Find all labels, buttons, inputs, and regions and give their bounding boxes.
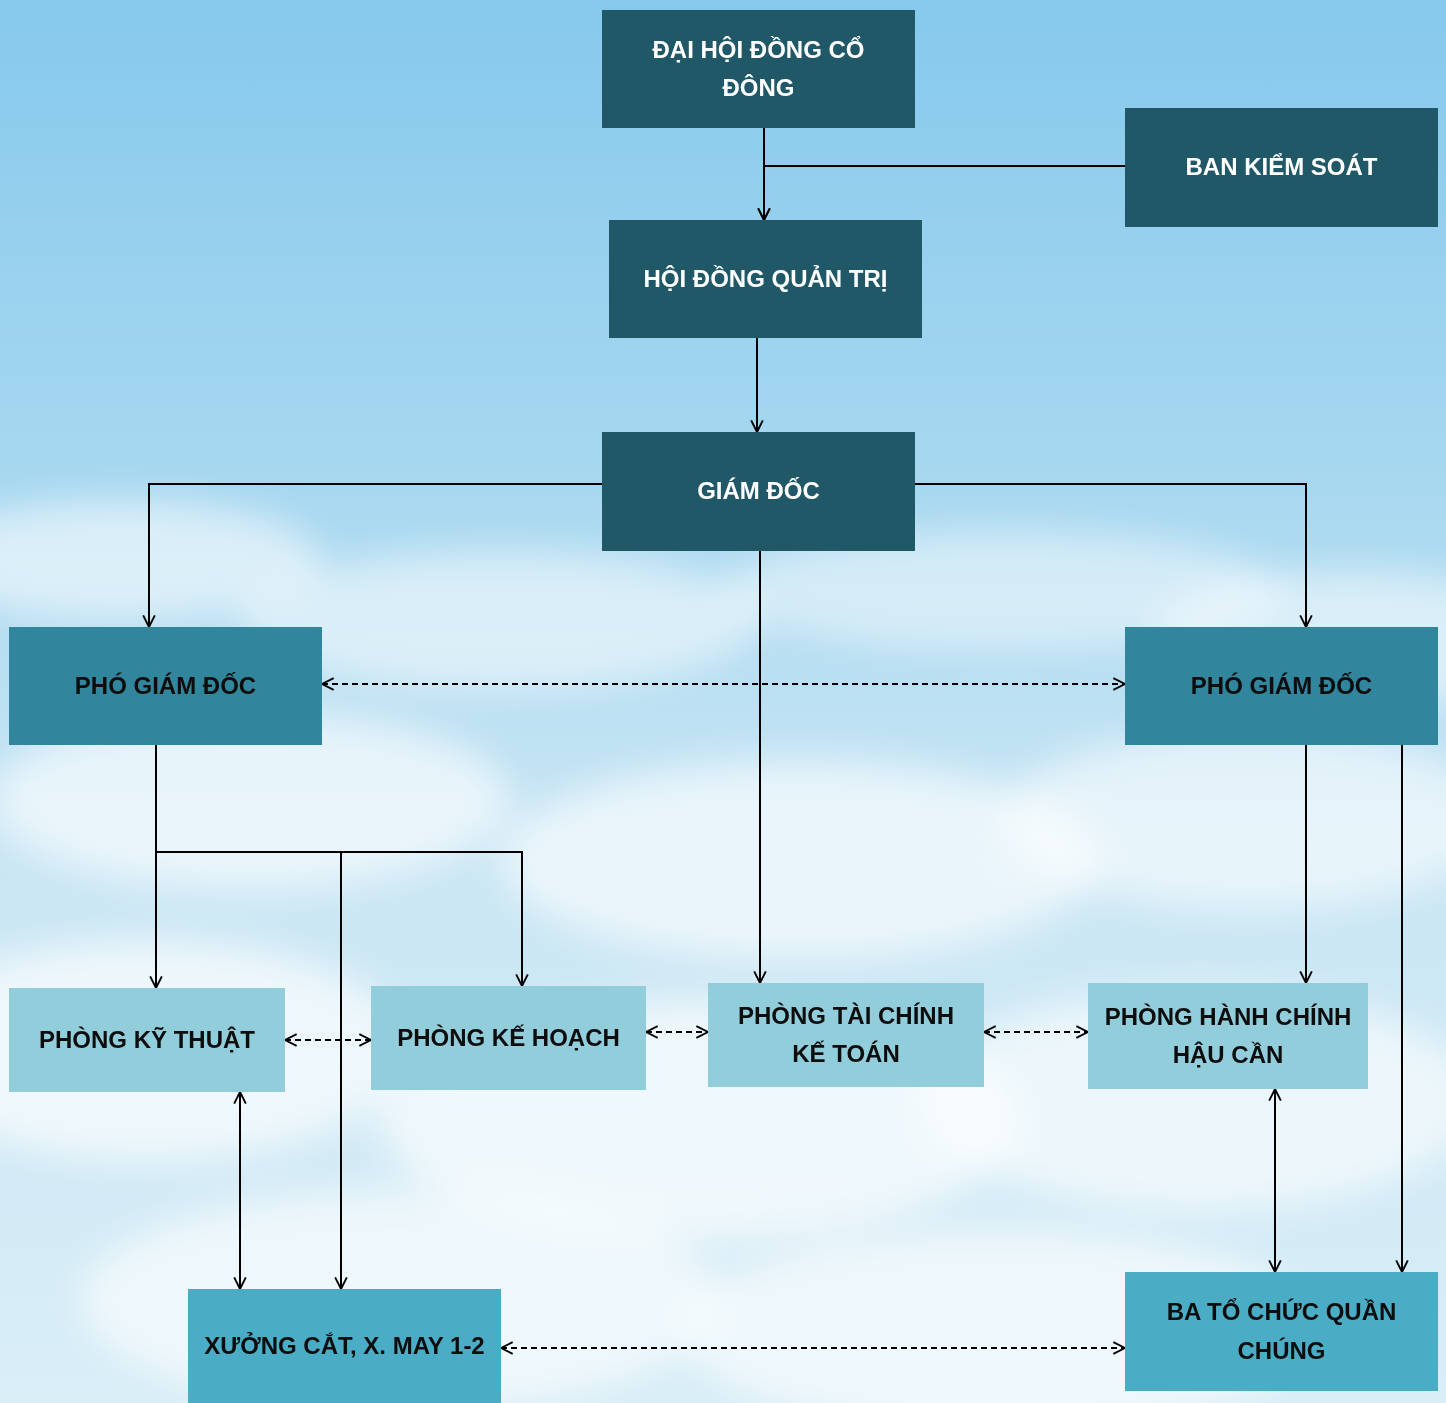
box-label: ĐẠI HỘI ĐỒNG CỔ ĐÔNG [614, 31, 903, 108]
connector [322, 683, 1125, 685]
connector [756, 338, 758, 432]
box-label: HỘI ĐỒNG QUẢN TRỊ [644, 260, 888, 298]
connector [984, 1031, 1088, 1033]
org-box: ĐẠI HỘI ĐỒNG CỔ ĐÔNG [602, 10, 915, 128]
connector [1401, 745, 1403, 1272]
cloud-group [0, 500, 1446, 1403]
box-label: BA TỔ CHỨC QUẦN CHÚNG [1137, 1293, 1426, 1370]
connector [1274, 1089, 1276, 1272]
org-box: PHÓ GIÁM ĐỐC [9, 627, 322, 745]
cloud [500, 760, 1100, 960]
org-box: GIÁM ĐỐC [602, 432, 915, 551]
cloud [0, 940, 410, 1160]
org-box: PHÒNG HÀNH CHÍNH HẬU CẦN [1088, 983, 1368, 1089]
connector [915, 484, 1306, 627]
connector [239, 1092, 241, 1289]
cloud [1000, 730, 1446, 910]
org-box: PHÒNG TÀI CHÍNH KẾ TOÁN [708, 983, 984, 1087]
connector [285, 1039, 371, 1041]
box-label: GIÁM ĐỐC [697, 472, 820, 510]
box-label: PHÓ GIÁM ĐỐC [75, 667, 256, 705]
box-label: PHÒNG KỸ THUẬT [39, 1021, 255, 1059]
org-box: PHÒNG KẾ HOẠCH [371, 986, 646, 1090]
org-box: XƯỞNG CẮT, X. MAY 1-2 [188, 1289, 501, 1403]
org-box: HỘI ĐỒNG QUẢN TRỊ [609, 220, 922, 338]
connector [1305, 745, 1307, 983]
org-box: PHÒNG KỸ THUẬT [9, 988, 285, 1092]
org-box: PHÓ GIÁM ĐỐC [1125, 627, 1438, 745]
connector [646, 1031, 708, 1033]
connector [501, 1347, 1125, 1349]
box-label: PHÒNG TÀI CHÍNH KẾ TOÁN [720, 997, 972, 1074]
box-label: PHÓ GIÁM ĐỐC [1191, 667, 1372, 705]
box-label: PHÒNG HÀNH CHÍNH HẬU CẦN [1100, 998, 1356, 1075]
box-label: PHÒNG KẾ HOẠCH [397, 1019, 620, 1057]
connector [156, 745, 522, 986]
connector [149, 484, 602, 627]
box-label: BAN KIỂM SOÁT [1186, 148, 1378, 186]
connector [759, 551, 761, 983]
connector [764, 166, 1125, 220]
box-label: XƯỞNG CẮT, X. MAY 1-2 [204, 1327, 484, 1365]
org-box: BA TỔ CHỨC QUẦN CHÚNG [1125, 1272, 1438, 1391]
cloud [80, 1190, 720, 1403]
org-box: BAN KIỂM SOÁT [1125, 108, 1438, 227]
